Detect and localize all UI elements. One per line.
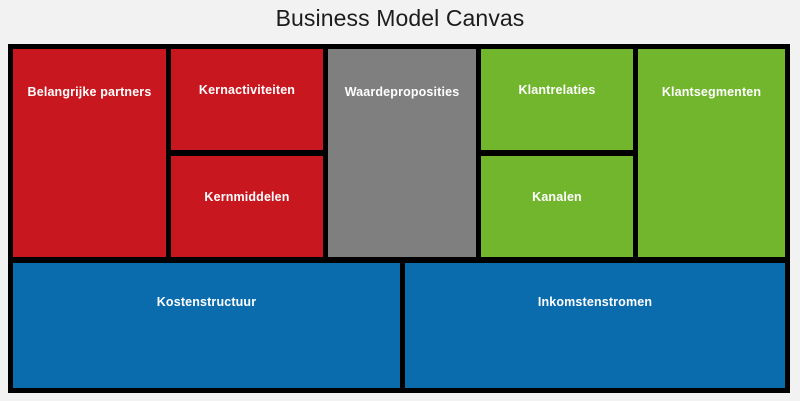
canvas-block-channels[interactable]: Kanalen [481, 156, 633, 257]
canvas-block-label: Klantrelaties [518, 83, 596, 97]
canvas-block-label: Kanalen [532, 190, 582, 204]
canvas-block-key-partners[interactable]: Belangrijke partners [13, 49, 166, 257]
canvas-block-customer-segments[interactable]: Klantsegmenten [638, 49, 785, 257]
canvas-block-label: Kernmiddelen [204, 190, 290, 204]
canvas-block-label: Waardeproposities [344, 85, 460, 99]
page-title: Business Model Canvas [275, 5, 525, 31]
canvas-block-key-activities[interactable]: Kernactiviteiten [171, 49, 323, 150]
canvas-block-cost-structure[interactable]: Kostenstructuur [13, 263, 400, 388]
canvas-block-key-resources[interactable]: Kernmiddelen [171, 156, 323, 257]
canvas-block-label: Kostenstructuur [156, 295, 257, 309]
canvas-block-label: Belangrijke partners [27, 85, 152, 99]
canvas-block-customer-relationships[interactable]: Klantrelaties [481, 49, 633, 150]
canvas-block-value-propositions[interactable]: Waardeproposities [328, 49, 476, 257]
canvas-block-revenue-streams[interactable]: Inkomstenstromen [405, 263, 785, 388]
canvas-block-label: Inkomstenstromen [537, 295, 653, 309]
canvas-block-label: Klantsegmenten [661, 85, 762, 99]
canvas-block-label: Kernactiviteiten [198, 83, 296, 97]
business-model-canvas-grid: Belangrijke partners Kernactiviteiten Ke… [8, 44, 790, 393]
